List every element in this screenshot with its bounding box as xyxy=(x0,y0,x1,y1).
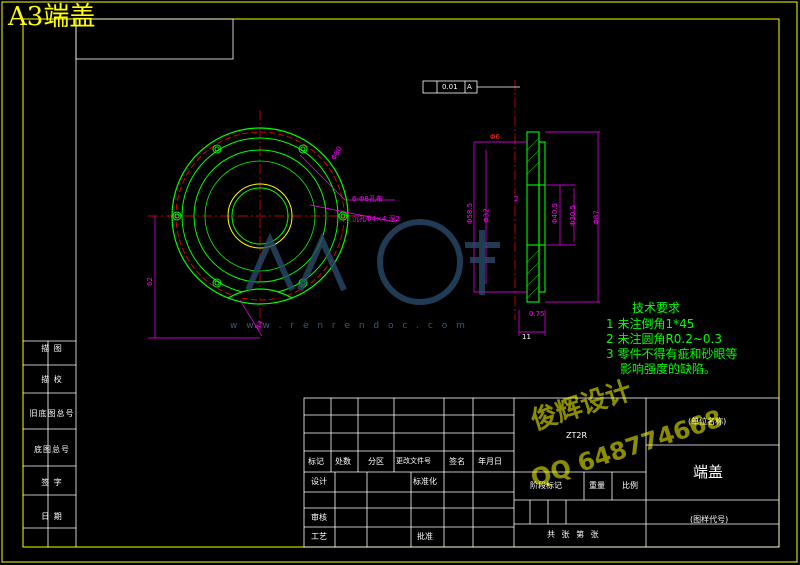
side-d5-label: Φ87 xyxy=(592,210,601,225)
side-grid xyxy=(23,340,76,547)
tb-header-zone: 分区 xyxy=(368,457,384,466)
side-label-check: 描 校 xyxy=(41,375,63,384)
tb-code: ZT2R xyxy=(566,431,588,440)
side-d4-label: Φ30.5 xyxy=(569,204,578,227)
front-view xyxy=(148,110,396,339)
front-dia-b-label: 62 xyxy=(145,277,154,286)
front-holes-label: 6-Φ8孔布 xyxy=(352,195,383,203)
side-label-base: 底图总号 xyxy=(34,445,70,454)
tb-standardize: 标准化 xyxy=(413,477,437,486)
inner-frame xyxy=(22,18,780,548)
tb-review: 审核 xyxy=(311,513,327,522)
tb-unit-name: (单位名称) xyxy=(688,417,727,426)
tb-sheets: 共 张 第 张 xyxy=(547,530,601,539)
requirement-2: 2 未注圆角R0.2~0.3 xyxy=(606,332,723,346)
side-t2-label: 0.75 xyxy=(529,310,545,318)
side-label-trace: 描 图 xyxy=(41,344,63,353)
tb-part-name: 端盖 xyxy=(693,463,724,481)
tb-approve: 批准 xyxy=(417,532,433,541)
side-d2-label: Φ32 xyxy=(482,208,491,223)
side-label-date: 日 期 xyxy=(41,512,63,521)
side-datum-label: A xyxy=(467,83,472,91)
side-d1-label: Φ58.5 xyxy=(466,202,475,225)
tb-scale: 比例 xyxy=(622,481,638,490)
tb-weight: 重量 xyxy=(589,481,605,490)
tb-design: 设计 xyxy=(311,477,327,486)
side-t4-label: Φ6 xyxy=(490,133,500,141)
site-logo xyxy=(245,219,500,305)
tb-header-mark: 标记 xyxy=(308,457,324,466)
front-thread-label: 沉孔Φ4×4 深2 xyxy=(352,215,400,223)
tb-header-count: 处数 xyxy=(335,457,351,466)
side-t1-label: 2 xyxy=(514,195,519,203)
tb-header-change: 更改文件号 xyxy=(396,457,431,465)
top-left-box xyxy=(75,18,234,60)
tb-drawing-code: (图样代号) xyxy=(690,515,729,524)
requirement-4: 影响强度的缺陷。 xyxy=(620,362,717,376)
title-block-grid xyxy=(303,397,780,548)
tb-process: 工艺 xyxy=(311,532,327,541)
side-label-sign: 签 字 xyxy=(41,478,63,487)
side-d3-label: Φ40.5 xyxy=(551,202,560,225)
side-t3-label: 11 xyxy=(522,333,531,341)
side-label-old-base: 旧底图总号 xyxy=(29,409,75,418)
side-tolerance-value: 0.01 xyxy=(442,83,458,91)
site-watermark: w w w . r e n r e n d o c . c o m xyxy=(230,321,468,331)
requirement-3: 3 零件不得有疵和砂眼等 xyxy=(606,347,738,361)
requirements-heading: 技术要求 xyxy=(632,301,681,315)
tb-header-date: 年月日 xyxy=(478,457,502,466)
drawing-title: A3端盖 xyxy=(8,2,96,32)
requirement-1: 1 未注倒角1*45 xyxy=(606,317,695,331)
tb-header-sign: 签名 xyxy=(449,457,465,466)
tb-stage-mark: 阶段标记 xyxy=(530,481,562,490)
